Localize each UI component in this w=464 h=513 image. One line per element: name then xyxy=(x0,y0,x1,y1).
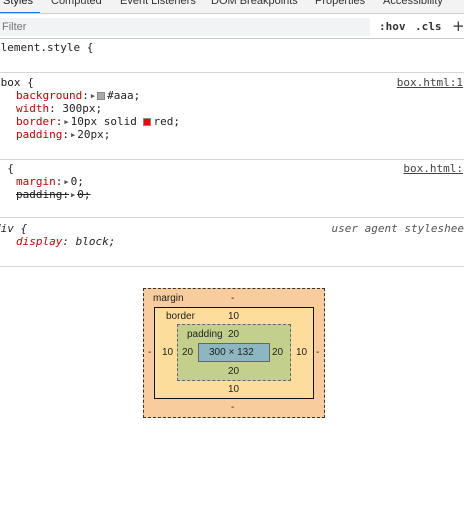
tab-dom-breakpoints[interactable]: DOM Breakpoints xyxy=(211,0,298,7)
tab-styles[interactable]: Styles xyxy=(3,0,33,7)
property-value: block; xyxy=(75,235,116,248)
padding-label: padding xyxy=(187,329,223,340)
expand-triangle-icon[interactable]: ▶ xyxy=(70,191,76,199)
color-swatch-icon[interactable] xyxy=(143,118,152,126)
margin-top-value[interactable]: - xyxy=(231,293,235,304)
property-value: 300px; xyxy=(62,102,103,115)
box-model-content[interactable] xyxy=(198,343,270,362)
declaration-border[interactable]: border:▶10px solid red; xyxy=(16,115,180,128)
source-user-agent: user agent styleshee xyxy=(331,222,464,235)
rule-close-brace: } xyxy=(0,141,1,154)
selector-div: div { xyxy=(0,222,28,235)
filter-input[interactable] xyxy=(0,18,370,36)
hover-state-toggle[interactable]: :hov xyxy=(379,20,406,33)
tab-computed[interactable]: Computed xyxy=(51,0,102,7)
property-name: padding xyxy=(16,188,63,201)
expand-triangle-icon[interactable]: ▶ xyxy=(70,131,76,139)
border-bottom-value[interactable]: 10 xyxy=(228,384,240,395)
selector-box[interactable]: .box { xyxy=(0,76,34,89)
rule-close-brace: } xyxy=(0,54,1,67)
margin-label: margin xyxy=(153,293,184,304)
selector-element-style[interactable]: element.style { xyxy=(0,41,94,54)
rule-close-brace: } xyxy=(0,201,1,214)
tab-properties[interactable]: Properties xyxy=(315,0,366,7)
source-link-box[interactable]: box.html:1 xyxy=(396,76,463,89)
border-top-value[interactable]: 10 xyxy=(228,311,240,322)
border-label: border xyxy=(166,311,195,322)
property-value: 0; xyxy=(77,188,91,201)
property-name: width xyxy=(16,102,50,115)
selector-universal[interactable]: * { xyxy=(0,162,14,175)
new-style-rule-button[interactable]: + xyxy=(452,17,464,35)
property-name: background xyxy=(16,89,83,102)
padding-left-value[interactable]: 20 xyxy=(182,347,194,358)
padding-right-value[interactable]: 20 xyxy=(272,347,284,358)
panel-tabs: Styles Computed Event Listeners DOM Brea… xyxy=(0,0,464,14)
rule-box: .box { box.html:1 background:▶#aaa; widt… xyxy=(0,76,464,160)
property-name: padding xyxy=(16,128,63,141)
property-name: margin xyxy=(16,175,56,188)
property-name: display xyxy=(16,235,63,248)
rule-close-brace: } xyxy=(0,248,1,261)
property-value: #aaa xyxy=(107,89,134,102)
property-value: red; xyxy=(153,115,180,128)
padding-bottom-value[interactable]: 20 xyxy=(228,366,240,377)
class-toggle[interactable]: .cls xyxy=(415,20,442,33)
rule-universal: * { box.html: margin:▶0; padding:▶0; } xyxy=(0,162,464,218)
active-tab-indicator xyxy=(0,12,40,13)
property-value: 20px; xyxy=(77,128,111,141)
margin-left-value[interactable]: - xyxy=(148,347,152,358)
padding-top-value[interactable]: 20 xyxy=(228,329,240,340)
content-size-value[interactable]: 300 × 132 xyxy=(209,347,254,358)
declaration-padding-overridden[interactable]: padding:▶0; xyxy=(16,188,91,201)
expand-triangle-icon[interactable]: ▶ xyxy=(64,118,69,126)
border-left-value[interactable]: 10 xyxy=(162,347,174,358)
property-name: border xyxy=(16,115,56,128)
color-swatch-icon[interactable] xyxy=(97,92,106,100)
tab-accessibility[interactable]: Accessibility xyxy=(383,0,443,7)
tab-event-listeners[interactable]: Event Listeners xyxy=(120,0,196,7)
margin-bottom-value[interactable]: - xyxy=(231,402,235,413)
declaration-margin[interactable]: margin:▶0; xyxy=(16,175,84,188)
expand-triangle-icon[interactable]: ▶ xyxy=(64,178,69,186)
property-value: 0; xyxy=(70,175,84,188)
declaration-padding[interactable]: padding:▶20px; xyxy=(16,128,111,141)
expand-triangle-icon[interactable]: ▶ xyxy=(90,92,96,100)
rule-element-style: element.style { } xyxy=(0,41,464,73)
rule-div-user-agent: div { user agent styleshee display: bloc… xyxy=(0,222,464,267)
source-link-universal[interactable]: box.html: xyxy=(403,162,463,175)
declaration-width[interactable]: width: 300px; xyxy=(16,102,103,115)
declaration-background[interactable]: background:▶#aaa; xyxy=(16,89,141,102)
declaration-display: display: block; xyxy=(16,235,116,248)
filter-bar: :hov .cls + xyxy=(0,15,464,39)
border-right-value[interactable]: 10 xyxy=(296,347,308,358)
margin-right-value[interactable]: - xyxy=(316,347,320,358)
property-value: 10px solid xyxy=(70,115,137,128)
